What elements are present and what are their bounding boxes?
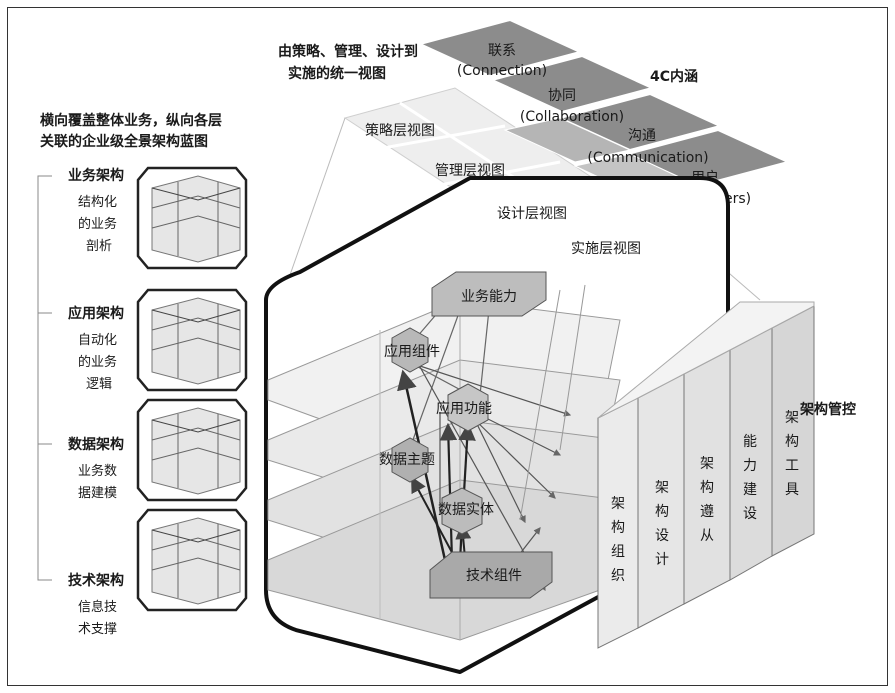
business-layer-cube-icon xyxy=(136,166,248,270)
governance-panel-char: 架 xyxy=(611,496,625,512)
left-bracket xyxy=(37,175,52,581)
fourc-item-label: 协同 xyxy=(548,88,576,104)
enterprise-architecture-cube xyxy=(264,176,730,674)
layer-name-business: 业务架构 xyxy=(68,167,124,184)
layer-desc: 术支撑 xyxy=(78,622,117,637)
layer-desc: 业务数 xyxy=(78,463,117,479)
governance-panel-char: 构 xyxy=(611,520,625,536)
governance-panel-char: 构 xyxy=(655,504,669,520)
governance-panel-char: 架 xyxy=(700,456,714,472)
governance-panel-char: 遵 xyxy=(700,503,714,520)
layer-desc: 自动化 xyxy=(78,333,117,348)
left-title-line2: 关联的企业级全景架构蓝图 xyxy=(40,133,208,150)
governance-panel-char: 架 xyxy=(655,480,669,496)
fourc-item-label: 沟通 xyxy=(628,128,656,144)
view-label-design: 设计层视图 xyxy=(497,206,567,222)
governance-panel-char: 力 xyxy=(743,458,757,474)
top-caption-line2: 实施的统一视图 xyxy=(288,65,386,82)
view-label-management: 管理层视图 xyxy=(435,163,505,179)
layer-desc: 信息技 xyxy=(78,599,117,615)
node-data-entity xyxy=(441,487,483,535)
governance-panel-char: 具 xyxy=(785,482,799,498)
layer-desc: 据建模 xyxy=(78,486,117,501)
fourc-item-label: (Collaboration) xyxy=(520,109,624,125)
application-layer-cube-icon xyxy=(136,288,248,392)
layer-desc: 逻辑 xyxy=(86,377,112,392)
fourc-item-label: 联系 xyxy=(488,43,516,59)
governance-panel-char: 能 xyxy=(743,434,757,450)
layer-desc: 的业务 xyxy=(78,216,117,232)
governance-title: 架构管控 xyxy=(799,401,856,418)
left-title-line1: 横向覆盖整体业务，纵向各层 xyxy=(40,112,222,129)
view-label-strategy: 策略层视图 xyxy=(365,122,435,139)
node-label-technology-component: 技术组件 xyxy=(466,568,522,584)
node-label-application-function: 应用功能 xyxy=(436,400,492,417)
governance-panel-char: 工 xyxy=(785,458,799,474)
layer-name-data: 数据架构 xyxy=(68,436,124,453)
data-layer-cube-icon xyxy=(136,398,248,502)
layer-desc: 结构化 xyxy=(78,195,117,210)
node-application-function xyxy=(447,383,489,432)
governance-panel-char: 从 xyxy=(700,528,714,544)
governance-panel-char: 建 xyxy=(743,482,757,498)
governance-panel-char: 设 xyxy=(743,506,757,522)
node-label-data-subject: 数据主题 xyxy=(379,452,435,468)
governance-panel-char: 织 xyxy=(611,568,625,584)
layer-name-application: 应用架构 xyxy=(68,305,124,322)
fourc-title: 4C内涵 xyxy=(650,68,698,85)
layer-desc: 的业务 xyxy=(78,354,117,370)
governance-panel-char: 组 xyxy=(611,544,625,560)
governance-panel-char: 架 xyxy=(785,410,799,426)
layer-desc: 剖析 xyxy=(86,239,112,254)
technology-layer-cube-icon xyxy=(136,508,248,612)
node-technology-component xyxy=(429,551,553,599)
governance-panels xyxy=(597,301,815,649)
governance-panel-char: 构 xyxy=(700,480,714,496)
governance-panel-char: 构 xyxy=(785,434,799,450)
node-business-capability xyxy=(431,271,547,317)
fourc-item-label: (Connection) xyxy=(457,63,547,79)
node-label-data-entity: 数据实体 xyxy=(438,502,494,518)
governance-panel-char: 设 xyxy=(655,528,669,544)
node-label-application-component: 应用组件 xyxy=(384,343,440,360)
layer-name-technology: 技术架构 xyxy=(68,572,124,589)
node-label-business-capability: 业务能力 xyxy=(461,289,517,305)
view-label-implementation: 实施层视图 xyxy=(571,241,641,257)
node-data-subject xyxy=(391,437,429,483)
top-caption-line1: 由策略、管理、设计到 xyxy=(278,43,418,60)
node-application-component xyxy=(391,327,429,373)
fourc-item-label: (Communication) xyxy=(587,150,708,166)
governance-panel-char: 计 xyxy=(655,552,669,568)
